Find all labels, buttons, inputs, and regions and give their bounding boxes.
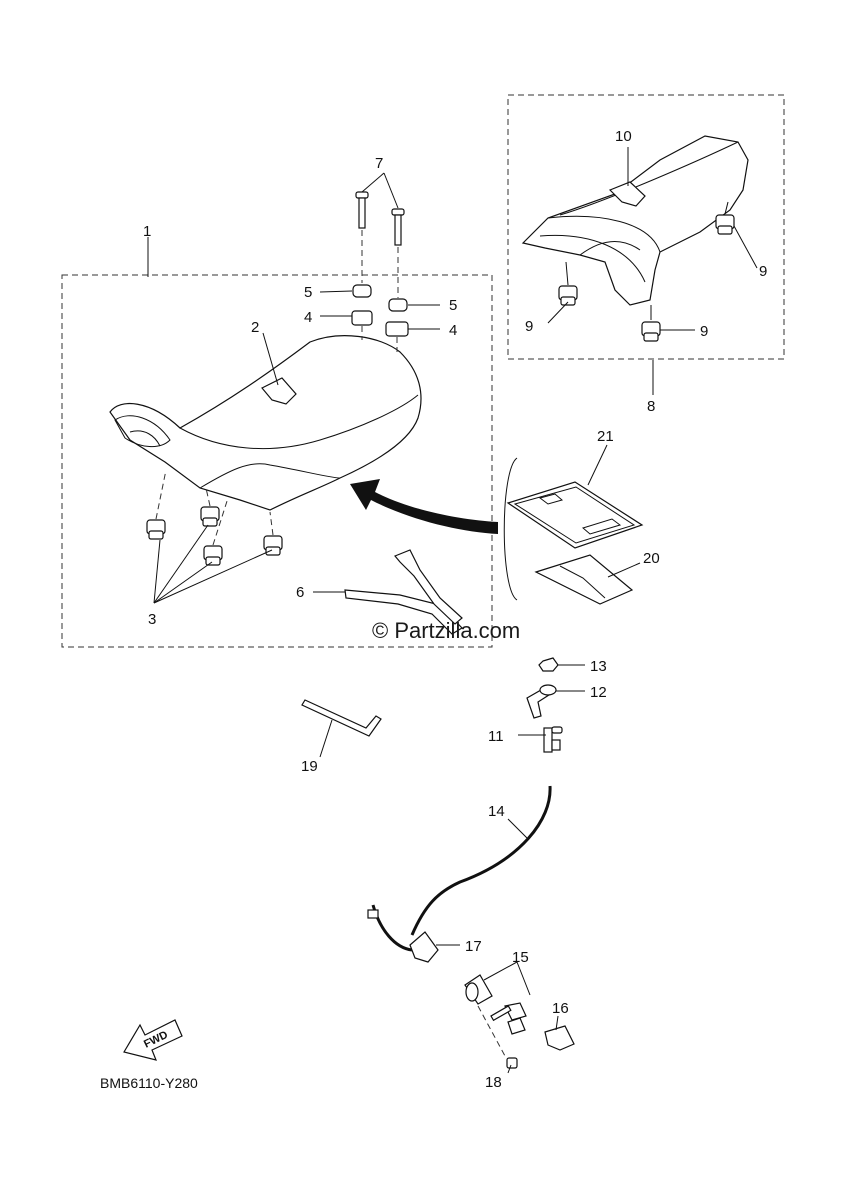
callout-6: 6 (296, 584, 304, 601)
diagram-code: BMB6110-Y280 (100, 1075, 198, 1091)
callout-5a: 5 (304, 284, 312, 301)
hex-wrench[interactable] (301, 699, 382, 737)
leader-lines (147, 147, 758, 1074)
callout-21: 21 (597, 428, 614, 445)
front-damper-4[interactable] (263, 535, 283, 556)
seat-lock-cable[interactable] (367, 785, 552, 952)
callout-17: 17 (465, 938, 482, 955)
front-seat[interactable] (109, 335, 422, 511)
seat-strap[interactable] (344, 549, 463, 635)
callout-18: 18 (485, 1074, 502, 1091)
front-seat-group-box (61, 274, 493, 648)
callout-3: 3 (148, 611, 156, 628)
key-2[interactable] (507, 1017, 526, 1035)
callout-14: 14 (488, 803, 505, 820)
front-damper-2[interactable] (200, 506, 220, 527)
callout-13: 13 (590, 658, 607, 675)
collar-5b[interactable] (388, 298, 408, 312)
rear-damper-2[interactable] (558, 285, 578, 306)
rear-seat-strap-label (608, 181, 646, 207)
washer-12[interactable] (539, 684, 557, 696)
callout-9c: 9 (700, 323, 708, 340)
callout-15: 15 (512, 949, 529, 966)
callout-9a: 9 (759, 263, 767, 280)
callout-16: 16 (552, 1000, 569, 1017)
callout-2: 2 (251, 319, 259, 336)
front-seat-strap-label (261, 377, 297, 405)
fwd-arrow-icon (123, 1019, 183, 1061)
callout-7: 7 (375, 155, 383, 172)
document-bag[interactable] (534, 554, 634, 605)
front-damper-1[interactable] (146, 519, 166, 540)
lock-bracket[interactable] (526, 685, 561, 753)
callout-5b: 5 (449, 297, 457, 314)
callout-8: 8 (647, 398, 655, 415)
rear-seat[interactable] (521, 135, 749, 306)
rear-damper-3[interactable] (641, 321, 661, 342)
callout-4a: 4 (304, 309, 312, 326)
callout-12: 12 (590, 684, 607, 701)
callout-10: 10 (615, 128, 632, 145)
callout-9b: 9 (525, 318, 533, 335)
storage-arrow (350, 479, 498, 534)
watermark: © Partzilla.com (372, 618, 520, 643)
nut-13[interactable] (538, 657, 559, 672)
bolt-7b[interactable] (391, 208, 405, 246)
callout-19: 19 (301, 758, 318, 775)
rear-damper-1[interactable] (715, 214, 735, 235)
key-1[interactable] (490, 1002, 527, 1022)
grommet-4b[interactable] (385, 321, 409, 337)
grommet-4a[interactable] (351, 310, 373, 326)
owners-manual[interactable] (506, 481, 644, 549)
bolt-11[interactable] (551, 726, 563, 734)
seat-lock-cylinder[interactable] (464, 974, 493, 1005)
key-cover[interactable] (544, 1025, 575, 1051)
callout-11: 11 (488, 728, 504, 745)
callout-4b: 4 (449, 322, 457, 339)
callout-1: 1 (143, 223, 151, 240)
front-damper-3[interactable] (203, 545, 223, 566)
bolt-7a[interactable] (355, 191, 369, 229)
callout-20: 20 (643, 550, 660, 567)
screw-18[interactable] (506, 1057, 518, 1069)
collar-5a[interactable] (352, 284, 372, 298)
cable-holder[interactable] (409, 931, 439, 963)
